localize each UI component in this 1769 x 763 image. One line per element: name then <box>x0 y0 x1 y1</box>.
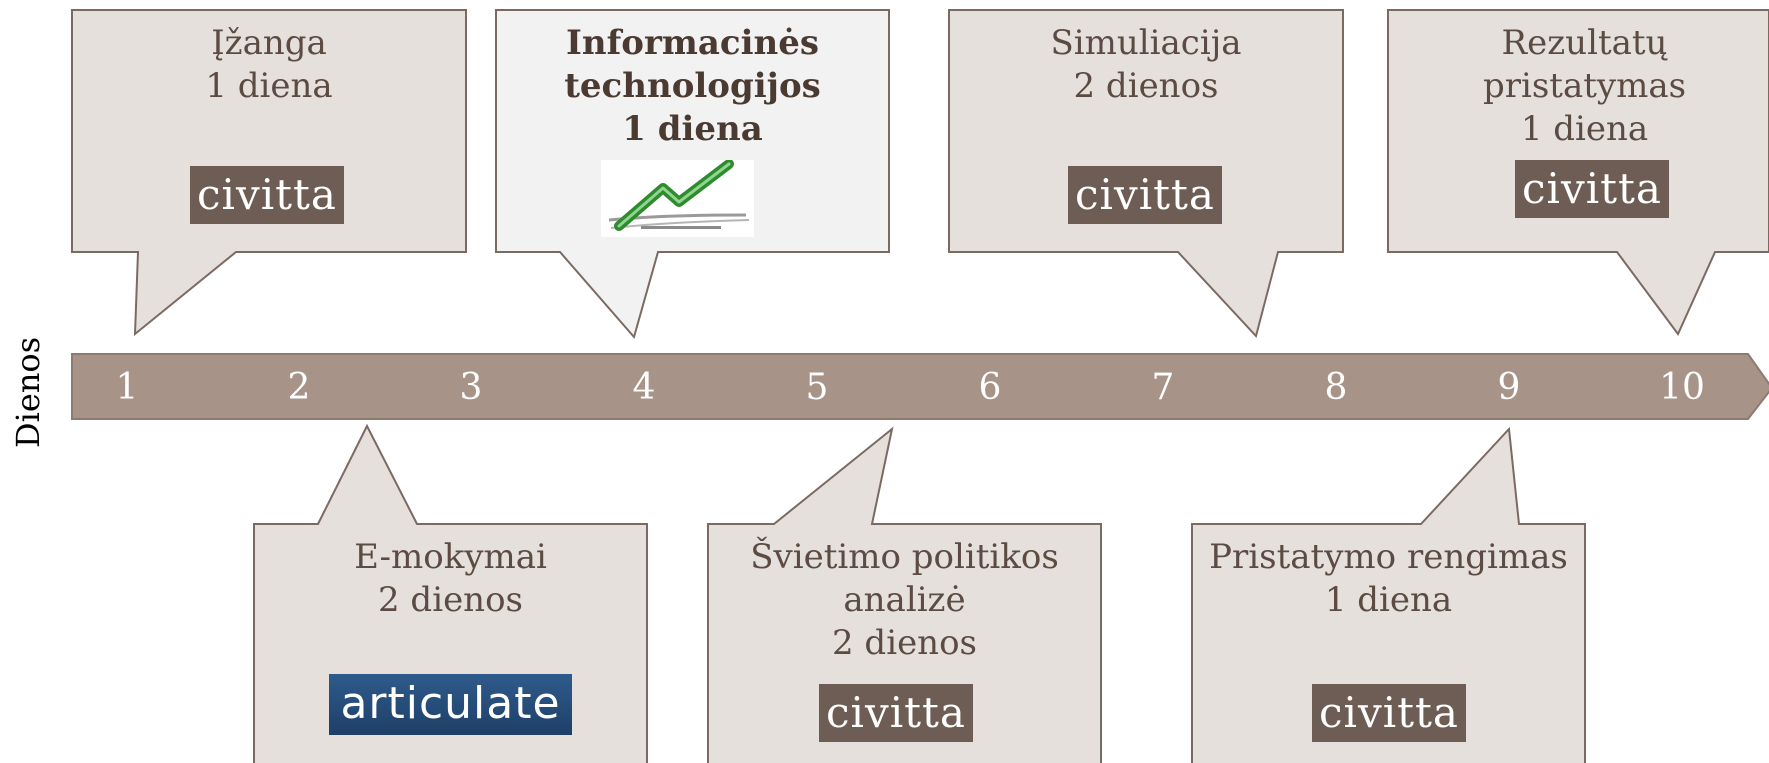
day-label-9: 9 <box>1497 367 1521 408</box>
phase-title: Pristatymo rengimas <box>1209 537 1568 577</box>
day-label-1: 1 <box>115 367 139 408</box>
civitta-logo: civitta <box>1312 684 1466 742</box>
day-label-3: 3 <box>459 367 483 408</box>
phase-duration: 1 diena <box>622 109 763 149</box>
day-label-10: 10 <box>1659 367 1705 408</box>
phase-title: Rezultatų pristatymas <box>1482 23 1687 106</box>
phase-izanga-text: Įžanga 1 diena <box>72 22 466 108</box>
phase-duration: 1 diena <box>1324 580 1453 620</box>
civitta-logo: civitta <box>190 166 344 224</box>
phase-title-line-2: analizė <box>843 580 966 620</box>
phase-simuliacija-text: Simuliacija 2 dienos <box>949 22 1343 108</box>
phase-duration: 2 dienos <box>831 623 977 663</box>
phase-pristatymo-rengimas-text: Pristatymo rengimas 1 diena <box>1192 536 1585 622</box>
day-label-4: 4 <box>632 367 656 408</box>
callout-svietimo-politikos-analize <box>707 426 1102 763</box>
phase-e-mokymai-text: E-mokymai 2 dienos <box>254 536 647 622</box>
day-label-8: 8 <box>1324 367 1348 408</box>
axis-label: Dienos <box>9 336 47 448</box>
phase-title-line-1: Švietimo politikos <box>750 537 1059 577</box>
phase-duration: 2 dienos <box>1073 66 1219 106</box>
civitta-logo: civitta <box>1068 166 1222 224</box>
phase-title: Simuliacija <box>1050 23 1242 63</box>
phase-title-line-2: technologijos <box>564 66 821 106</box>
day-label-7: 7 <box>1151 367 1175 408</box>
civitta-logo: civitta <box>1515 160 1669 218</box>
trend-chart-logo <box>601 159 754 237</box>
phase-rezultatu-pristatymas-text: Rezultatų pristatymas 1 diena <box>1400 22 1769 151</box>
day-label-6: 6 <box>978 367 1002 408</box>
day-label-5: 5 <box>805 367 829 408</box>
phase-title: E-mokymai <box>354 537 547 577</box>
phase-svietimo-politikos-analize-text: Švietimo politikos analizė 2 dienos <box>708 536 1101 665</box>
phase-title: Įžanga <box>211 23 327 63</box>
day-label-2: 2 <box>287 367 311 408</box>
civitta-logo: civitta <box>819 684 973 742</box>
phase-duration: 1 diena <box>205 66 333 106</box>
phase-duration: 2 dienos <box>377 580 523 620</box>
callout-pristatymo-rengimas <box>1191 426 1586 763</box>
phase-title-line-1: Informacinės <box>566 23 819 63</box>
timeline-arrow <box>71 353 1769 420</box>
phase-duration: 1 diena <box>1520 109 1649 149</box>
phase-informacines-technologijos-text: Informacinės technologijos 1 diena <box>496 22 889 151</box>
articulate-logo: articulate <box>329 674 572 735</box>
